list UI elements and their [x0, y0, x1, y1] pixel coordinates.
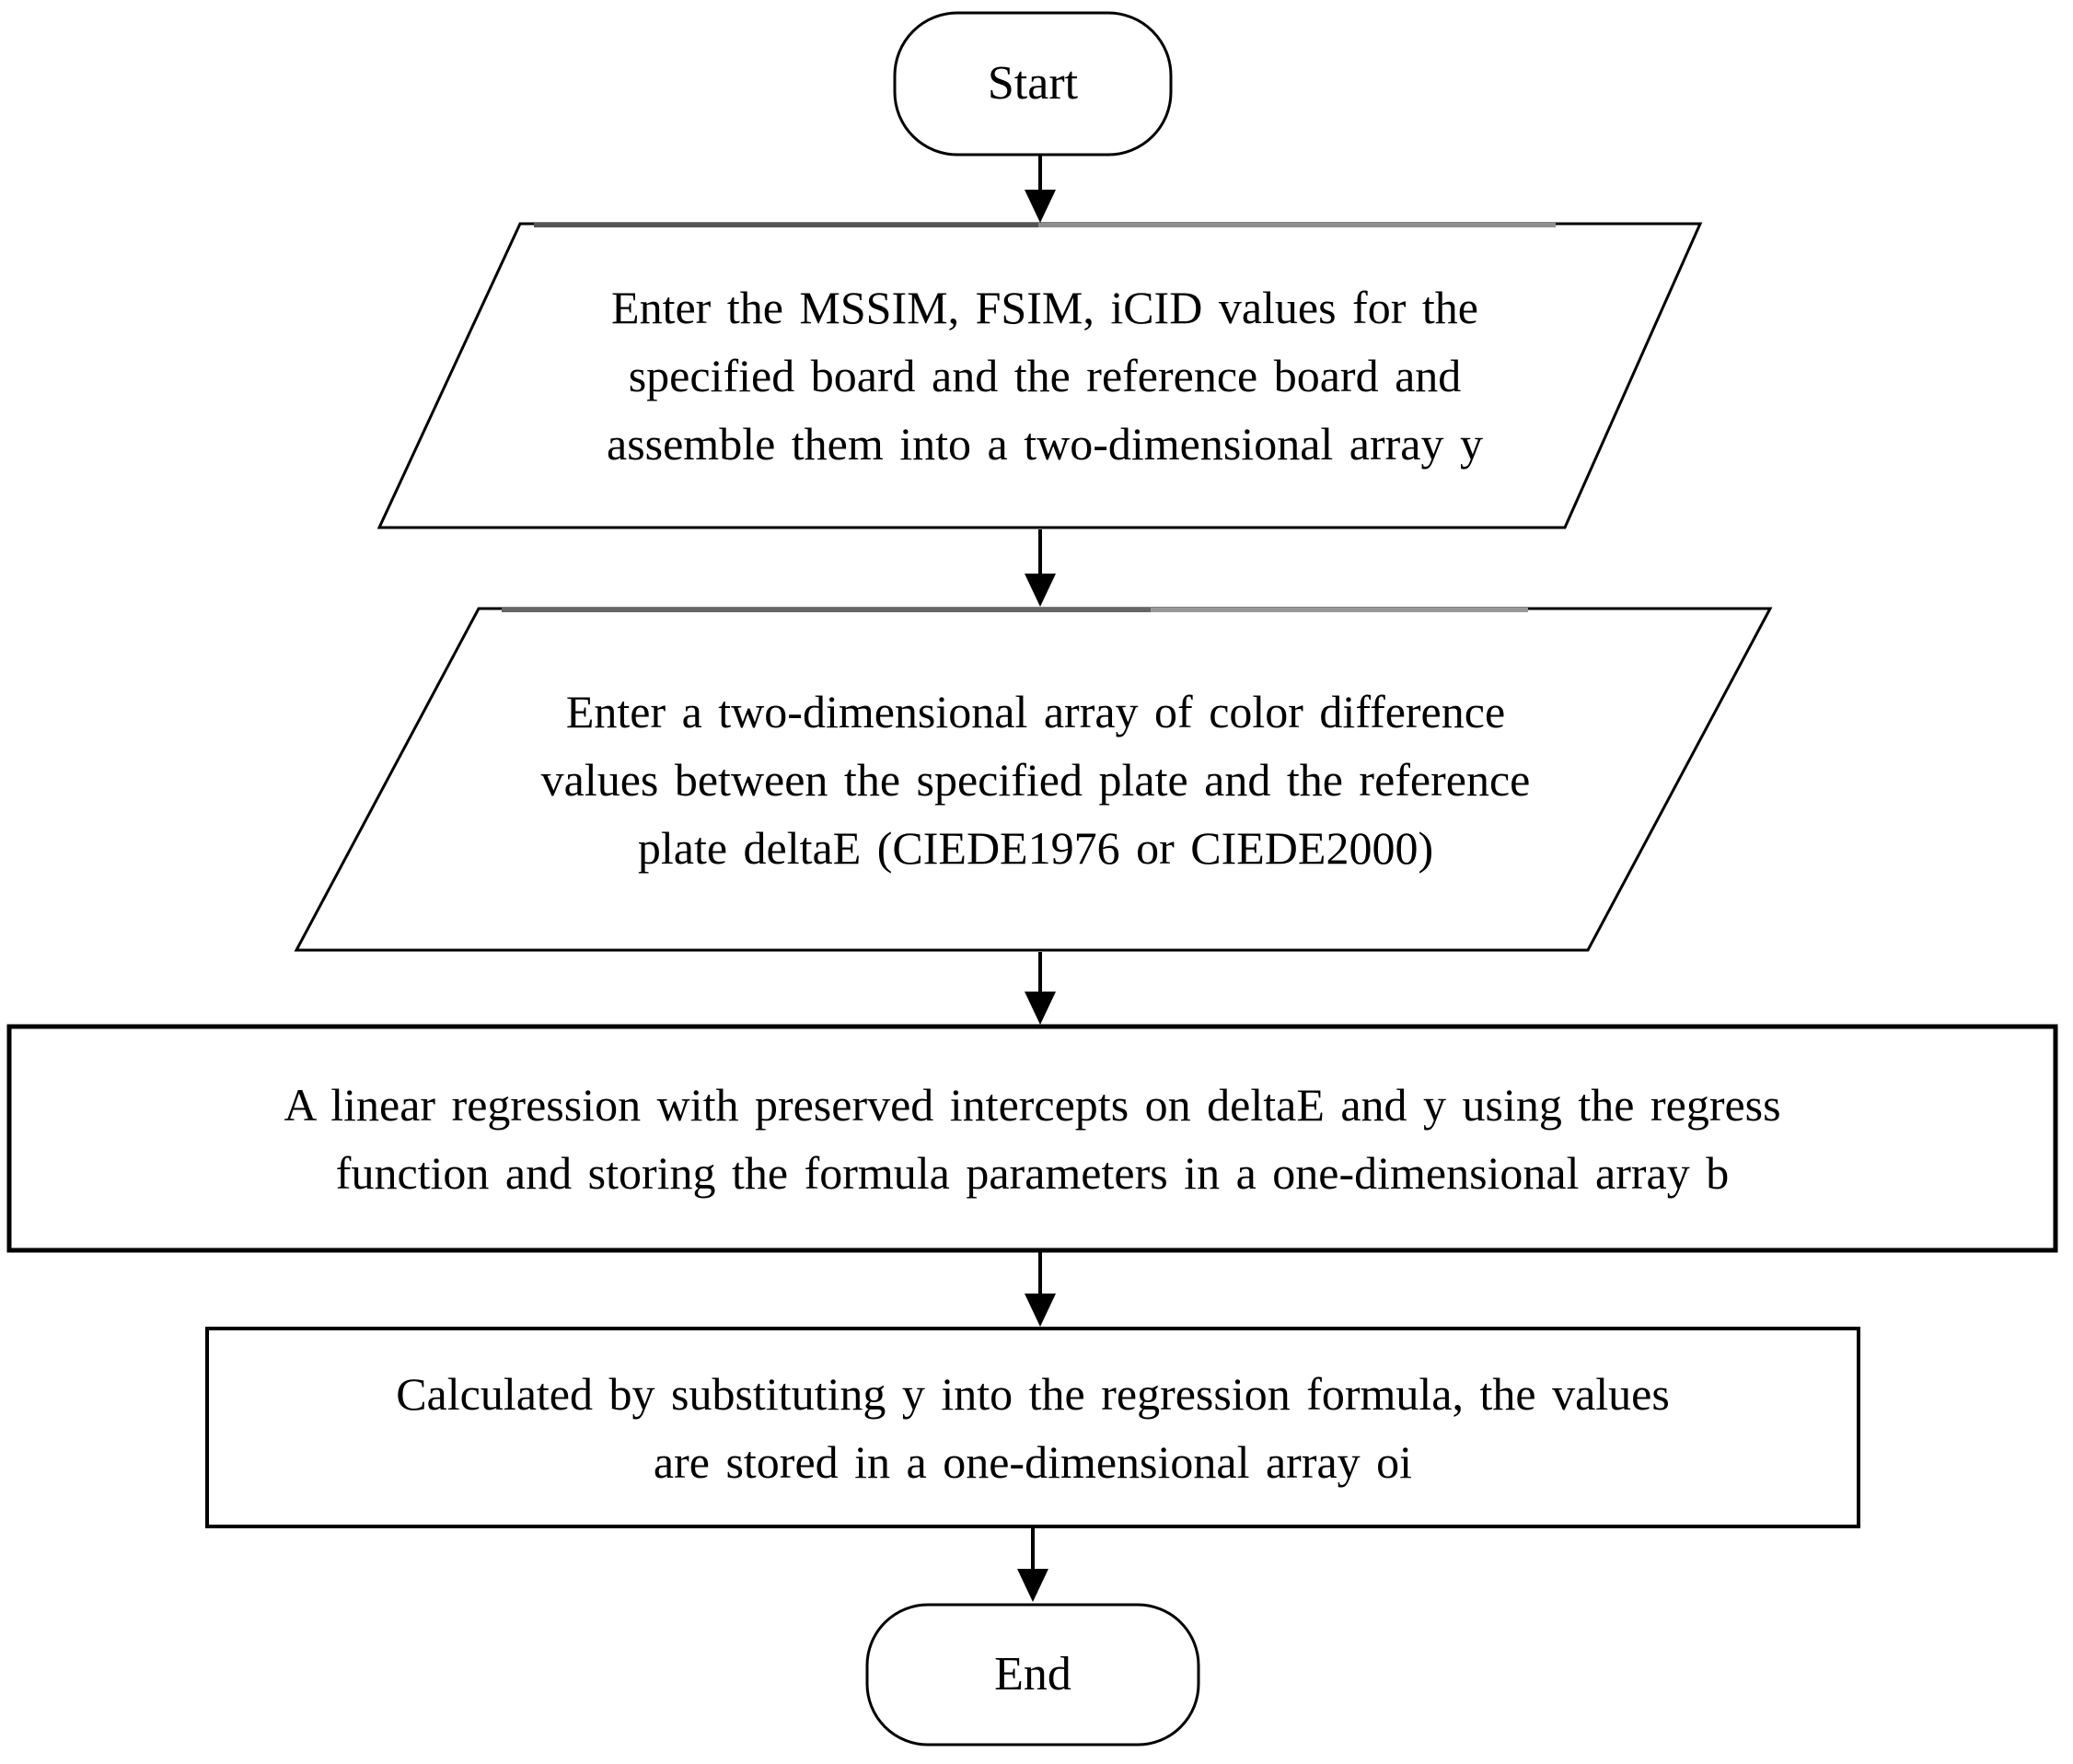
- end-terminator-shape: [865, 1603, 1200, 1747]
- arrow-calculation-to-end: [1017, 1528, 1048, 1602]
- calculation-process-rect-shape: [205, 1327, 1860, 1528]
- color-diff-parallelogram-shape: [294, 607, 1773, 952]
- arrowhead-icon: [1025, 1294, 1056, 1327]
- arrowhead-icon: [1025, 574, 1056, 607]
- input-metrics-parallelogram-shape: [376, 222, 1703, 529]
- arrowhead-icon: [1025, 992, 1056, 1025]
- start-terminator-shape: [893, 11, 1173, 157]
- parallelogram-outline: [294, 607, 1773, 952]
- arrow-regression-to-calculation: [1025, 1252, 1056, 1327]
- arrow-color-diff-to-regression: [1025, 952, 1056, 1025]
- regression-process-rect-shape: [6, 1024, 2058, 1253]
- arrow-input-metrics-to-color-diff: [1025, 529, 1056, 607]
- arrowhead-icon: [1017, 1569, 1048, 1602]
- parallelogram-outline: [376, 222, 1703, 529]
- arrowhead-icon: [1025, 190, 1056, 223]
- arrow-start-to-input-metrics: [1025, 155, 1056, 223]
